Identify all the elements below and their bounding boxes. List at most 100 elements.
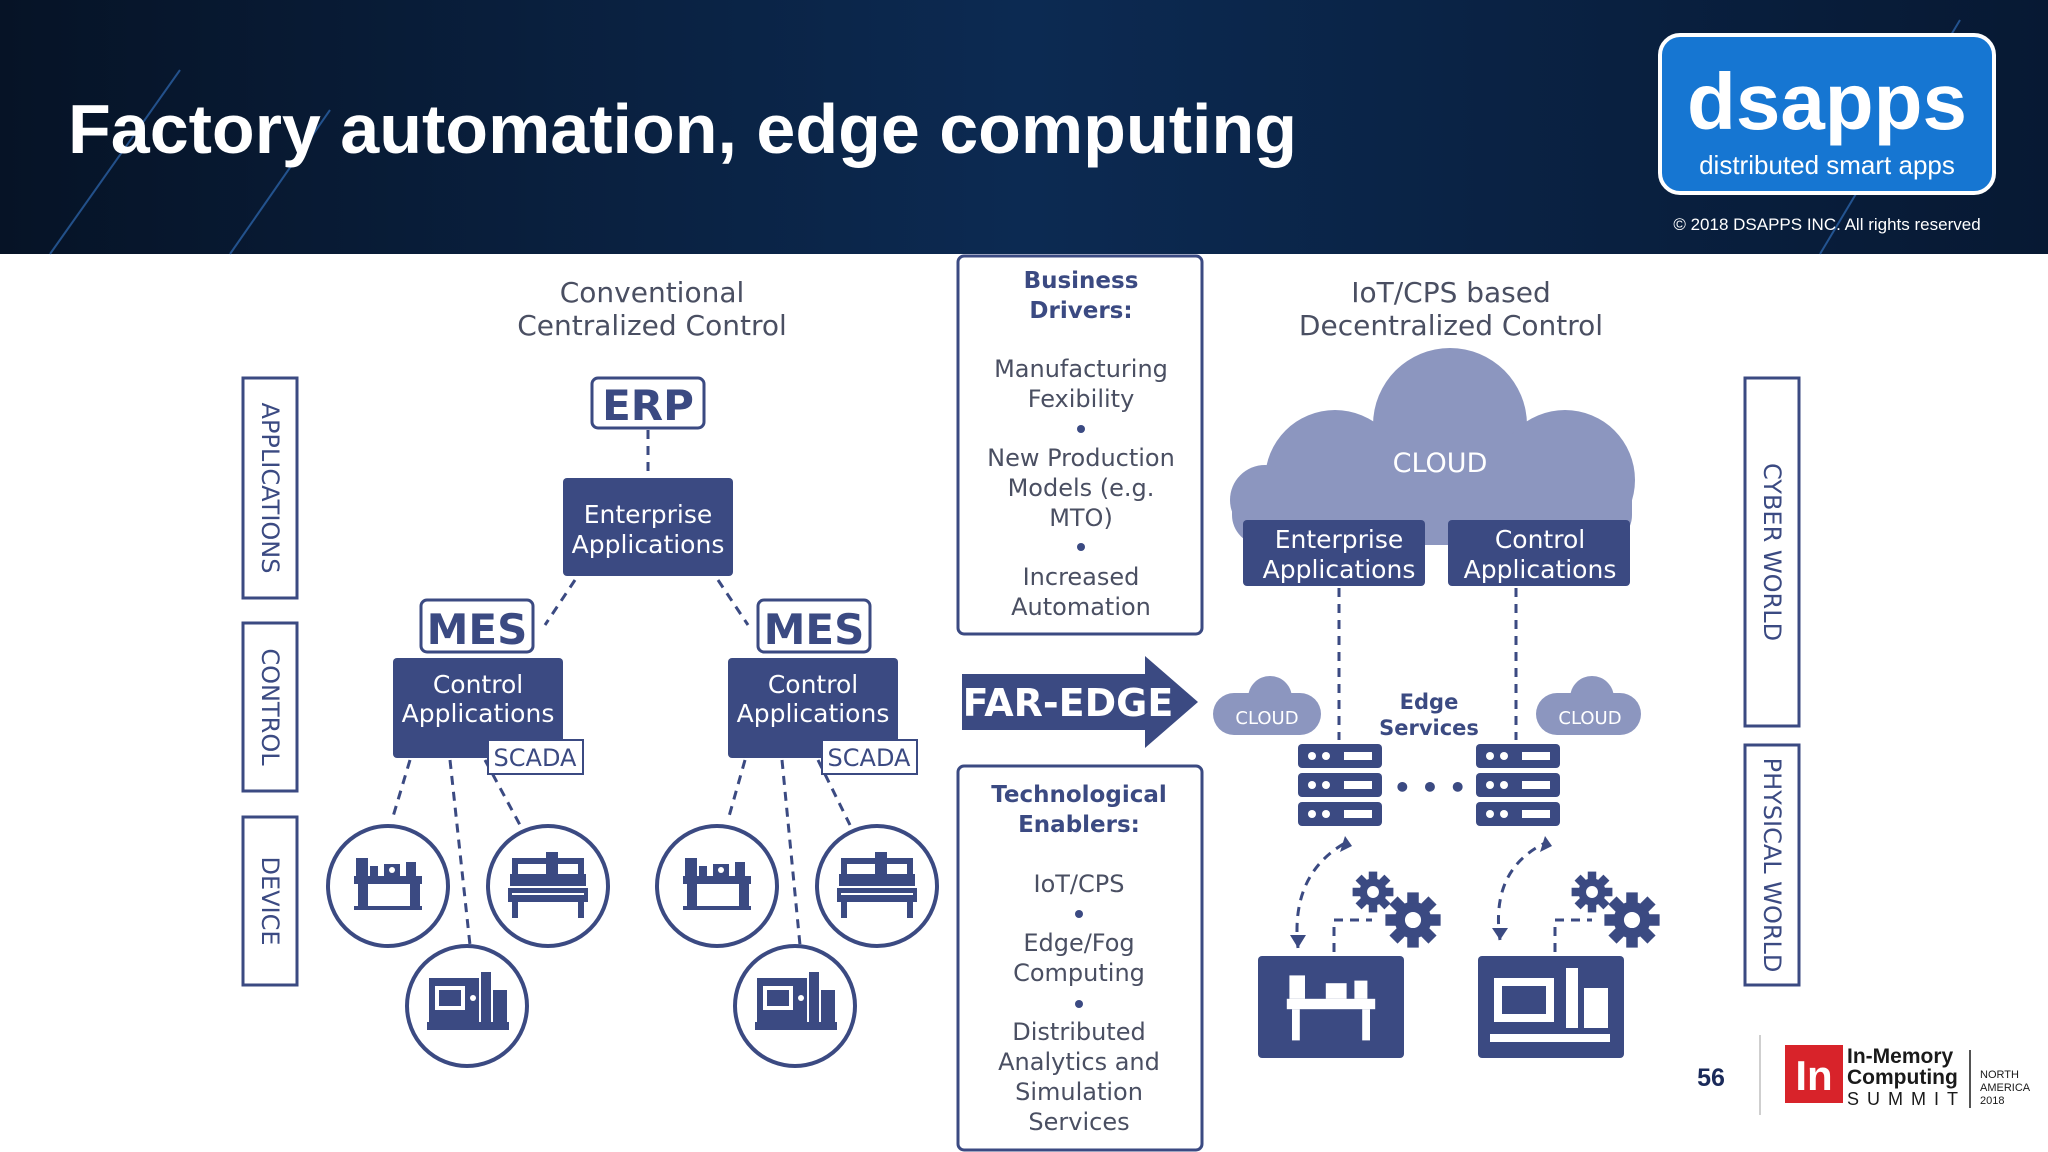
cloud-control-apps-box: [1448, 520, 1630, 586]
tech-item-3-line2: Analytics and: [998, 1048, 1160, 1076]
edge-connector-lines: [1295, 588, 1592, 968]
business-item-3-line1: Increased: [1023, 563, 1140, 591]
dsapps-logo: [1658, 33, 1996, 195]
device-lathe-right-icon: [655, 824, 779, 948]
control-apps-right-box: [728, 658, 898, 758]
tech-heading-2: Enablers:: [1018, 812, 1140, 838]
conventional-title-2: Centralized Control: [517, 309, 787, 342]
edge-services-line1: Edge: [1400, 690, 1459, 714]
far-edge-arrow: FAR-EDGE: [962, 656, 1198, 748]
region-line2: AMERICA: [1980, 1082, 2031, 1094]
arrow-head: [1540, 836, 1552, 852]
brand-line1: In-Memory: [1847, 1045, 1954, 1068]
svg-text:In: In: [1795, 1052, 1832, 1099]
tech-item-2-line1: Edge/Fog: [1023, 929, 1134, 957]
scada-right-box: [821, 739, 918, 775]
small-cloud-left-label: CLOUD: [1235, 708, 1298, 729]
brand-line2: Computing: [1847, 1066, 1958, 1089]
cloud-control-line1: Control: [1495, 525, 1585, 554]
decentralized-title-2: Decentralized Control: [1299, 309, 1603, 342]
mes-left-label: MES: [427, 605, 528, 654]
control-apps-left-box: [393, 658, 563, 758]
scada-left-box: [487, 739, 584, 775]
brand-line3: SUMMIT: [1847, 1089, 1966, 1109]
enterprise-apps-line2: Applications: [572, 530, 725, 559]
server-right-icon: [1476, 744, 1560, 826]
cloud-enterprise-line1: Enterprise: [1275, 525, 1404, 554]
bullet-dot: [1077, 425, 1085, 433]
page-number: 56: [1697, 1064, 1725, 1092]
mes-right-box: [756, 598, 872, 654]
far-edge-label: FAR-EDGE: [963, 681, 1174, 725]
scada-left-label: SCADA: [494, 744, 577, 772]
copyright: © 2018 DSAPPS INC. All rights reserved: [1673, 215, 1980, 234]
cloud-enterprise-line2: Applications: [1263, 555, 1416, 584]
control-apps-right-line1: Control: [768, 670, 858, 699]
device-mill-left-icon: [405, 944, 529, 1068]
business-item-2-line3: MTO): [1049, 504, 1113, 532]
layer-device: DEVICE: [256, 856, 284, 945]
mes-right-label: MES: [764, 605, 865, 654]
page-title: Factory automation, edge computing: [68, 90, 1297, 168]
tech-item-3-line3: Simulation: [1015, 1078, 1143, 1106]
small-cloud-left-icon: [1213, 676, 1321, 735]
business-item-3-line2: Automation: [1011, 593, 1151, 621]
header-banner: Factory automation, edge computing dsapp…: [0, 0, 2048, 255]
small-cloud-right-icon: [1536, 676, 1641, 735]
device-cnc-left-icon: [486, 824, 610, 948]
erp-box: [590, 376, 706, 430]
device-lathe-left-icon: [326, 824, 450, 948]
business-heading-1: Business: [1024, 268, 1139, 294]
edge-services-line2: Services: [1379, 716, 1479, 740]
business-heading-2: Drivers:: [1029, 298, 1132, 324]
region-line3: 2018: [1980, 1095, 2004, 1107]
conventional-title-1: Conventional: [560, 276, 745, 309]
layer-control: CONTROL: [256, 648, 284, 766]
logo-word: dsapps: [1687, 57, 1967, 146]
control-apps-left-line2: Applications: [402, 699, 555, 728]
enterprise-apps-box: [563, 478, 733, 576]
imc-summit-logo: In: [1785, 1045, 1843, 1103]
logo-tagline: distributed smart apps: [1699, 150, 1955, 180]
mes-left-box: [419, 598, 535, 654]
business-item-1-line1: Manufacturing: [994, 355, 1168, 383]
business-item-1-line2: Fexibility: [1028, 385, 1135, 413]
business-drivers-panel: Business Drivers: Manufacturing Fexibili…: [956, 254, 1204, 636]
cloud-enterprise-apps-box: [1243, 520, 1425, 586]
tech-item-3-line1: Distributed: [1012, 1018, 1145, 1046]
business-item-2-line1: New Production: [987, 444, 1175, 472]
arrow-head: [1492, 928, 1508, 940]
scada-right-label: SCADA: [828, 744, 911, 772]
layer-physical-world: PHYSICAL WORLD: [1758, 758, 1786, 973]
control-apps-left-line1: Control: [433, 670, 523, 699]
small-cloud-right-label: CLOUD: [1558, 708, 1621, 729]
server-left-icon: [1298, 744, 1382, 826]
layer-applications: APPLICATIONS: [256, 403, 284, 574]
decentralized-title-1: IoT/CPS based: [1351, 276, 1551, 309]
device-mill-right-icon: [733, 944, 857, 1068]
erp-label: ERP: [602, 381, 694, 430]
machine-mill-icon: [1478, 956, 1624, 1058]
layer-labels-right: CYBER WORLD PHYSICAL WORLD: [1743, 376, 1801, 987]
footer: 56 In In-Memory Computing SUMMIT NORTH A…: [1697, 1035, 2031, 1115]
decentralized-diagram: IoT/CPS based Decentralized Control CLOU…: [1213, 276, 1660, 1058]
bullet-dot: [1075, 910, 1083, 918]
arrow-head: [1340, 836, 1352, 852]
gear-left-icon: [1352, 871, 1441, 948]
bullet-dot: [1077, 543, 1085, 551]
region-line1: NORTH: [1980, 1069, 2019, 1081]
ellipsis: • • •: [1393, 771, 1466, 804]
arrow-head: [1290, 935, 1306, 948]
tech-item-1-line1: IoT/CPS: [1034, 870, 1125, 898]
tech-item-2-line2: Computing: [1013, 959, 1145, 987]
conventional-diagram: Conventional Centralized Control ERP Ent…: [326, 276, 939, 1068]
layer-cyber-world: CYBER WORLD: [1758, 463, 1786, 641]
machine-lathe-icon: [1258, 956, 1404, 1058]
layer-labels-left: APPLICATIONS CONTROL DEVICE: [241, 376, 299, 987]
enterprise-apps-line1: Enterprise: [584, 500, 713, 529]
control-apps-right-line2: Applications: [737, 699, 890, 728]
tech-item-3-line4: Services: [1028, 1108, 1129, 1136]
technological-enablers-panel: Technological Enablers: IoT/CPS Edge/Fog…: [956, 764, 1204, 1152]
cloud-control-line2: Applications: [1464, 555, 1617, 584]
